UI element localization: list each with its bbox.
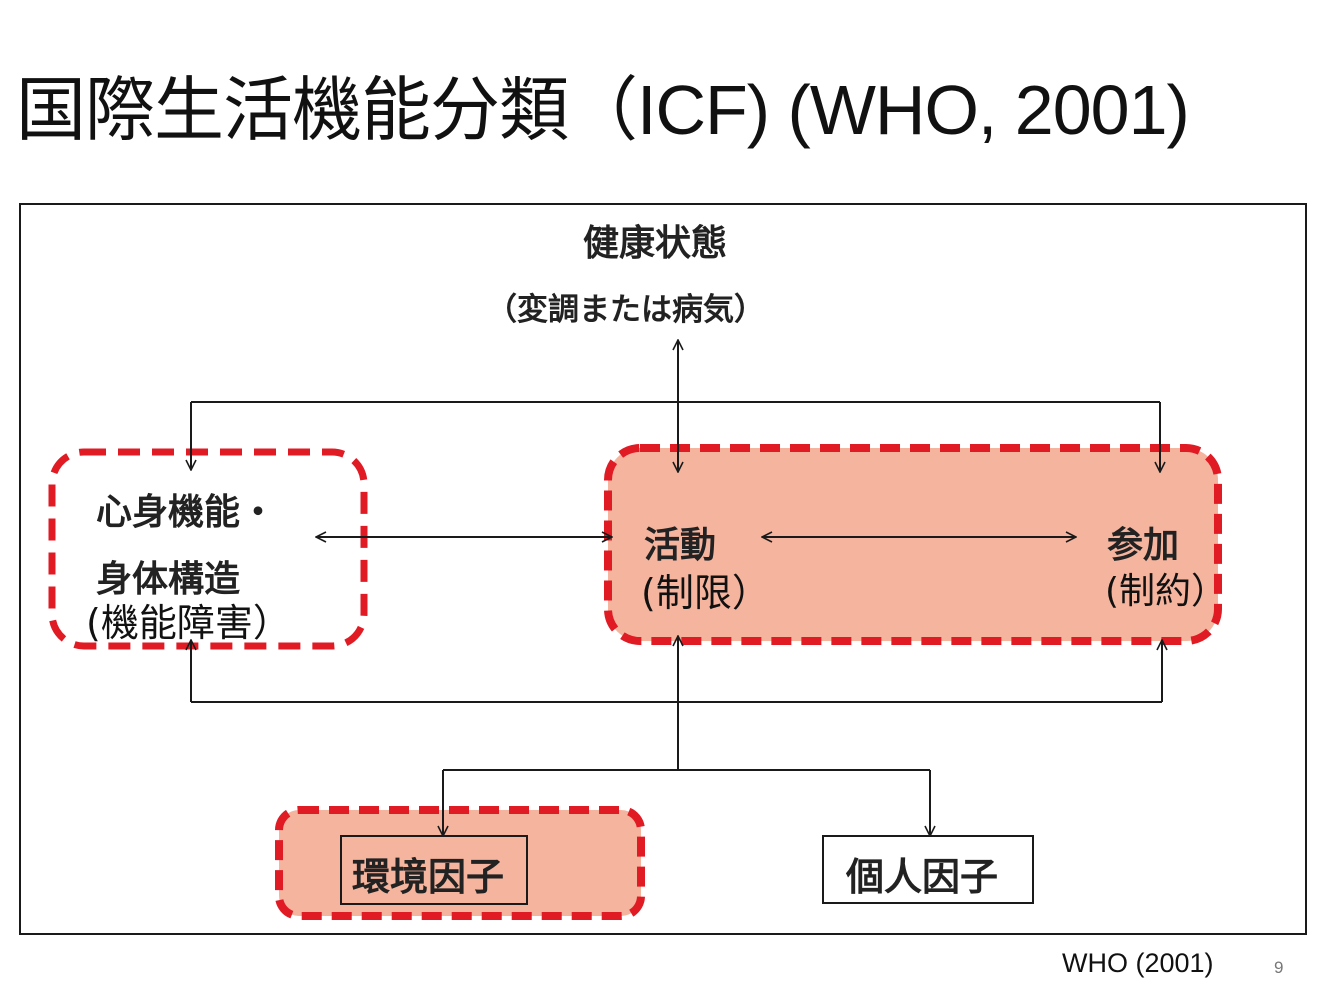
body-functions-line1: 心身機能・ <box>96 492 277 533</box>
page-number: 9 <box>1274 958 1284 977</box>
activity-limitation: (制限） <box>641 571 770 615</box>
footer-source: WHO (2001) <box>1062 948 1214 978</box>
personal-factors-label: 個人因子 <box>846 855 999 899</box>
participation-label: 参加 <box>1107 525 1180 566</box>
personal-factors-box <box>822 835 1034 904</box>
body-functions-line2: 身体構造 <box>96 559 241 600</box>
environmental-factors-label: 環境因子 <box>352 855 505 899</box>
activity-label: 活動 <box>644 525 717 566</box>
slide-title: 国際生活機能分類（ICF) (WHO, 2001) <box>16 71 1190 149</box>
diagram-frame <box>19 203 1307 935</box>
environmental-factors-box <box>340 835 528 905</box>
activity-participation-highlight <box>604 444 1222 645</box>
body-functions-highlight <box>48 448 368 650</box>
health-condition-sublabel: （変調または病気） <box>486 292 765 328</box>
participation-restriction: (制約） <box>1105 571 1220 612</box>
body-functions-impairment: (機能障害） <box>86 601 291 645</box>
health-condition-label: 健康状態 <box>583 223 728 264</box>
